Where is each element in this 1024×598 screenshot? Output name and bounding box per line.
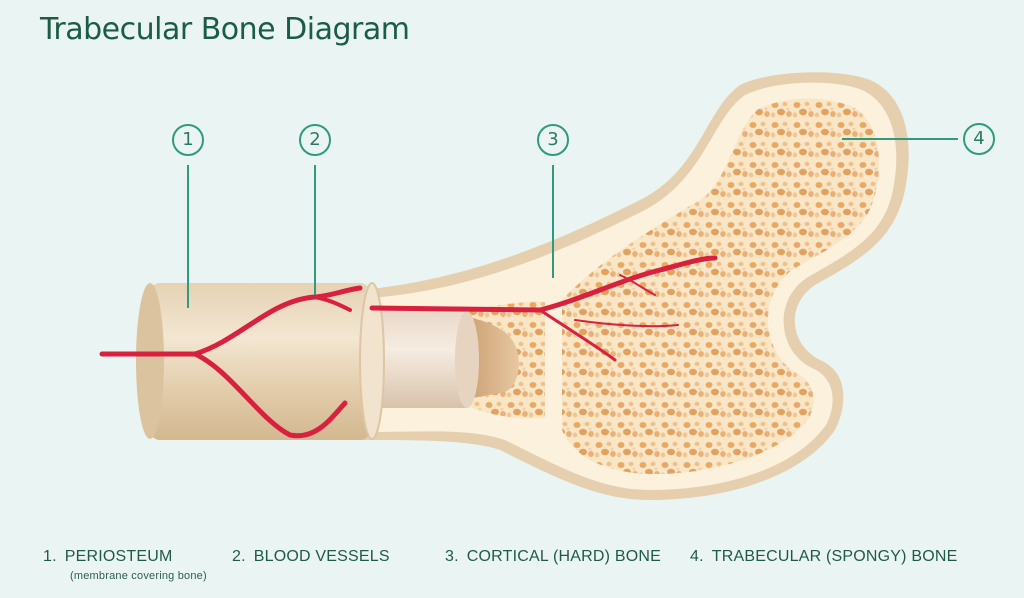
legend-label: CORTICAL (HARD) BONE: [466, 548, 661, 565]
trabecular-region: [562, 98, 879, 475]
legend-label: BLOOD VESSELS: [253, 548, 390, 565]
legend-item-cortical-bone: 3. CORTICAL (HARD) BONE: [445, 548, 661, 566]
legend-number: 1.: [43, 548, 57, 565]
callout-3: 3: [537, 124, 569, 156]
callout-4: 4: [963, 123, 995, 155]
legend-item-trabecular-bone: 4. TRABECULAR (SPONGY) BONE: [690, 548, 957, 566]
legend-number: 3.: [445, 548, 459, 565]
callout-2: 2: [299, 124, 331, 156]
blood-vessels: [99, 255, 718, 439]
page-title: Trabecular Bone Diagram: [40, 12, 410, 47]
callout-lines: [187, 138, 958, 308]
legend-label: TRABECULAR (SPONGY) BONE: [711, 548, 958, 565]
legend-number: 2.: [232, 548, 246, 565]
legend-number: 4.: [690, 548, 704, 565]
legend-sublabel: (membrane covering bone): [70, 570, 207, 582]
legend-label: PERIOSTEUM: [64, 548, 173, 565]
callout-1: 1: [172, 124, 204, 156]
legend-item-periosteum: 1. PERIOSTEUM (membrane covering bone): [43, 548, 207, 582]
legend-item-blood-vessels: 2. BLOOD VESSELS: [232, 548, 390, 566]
